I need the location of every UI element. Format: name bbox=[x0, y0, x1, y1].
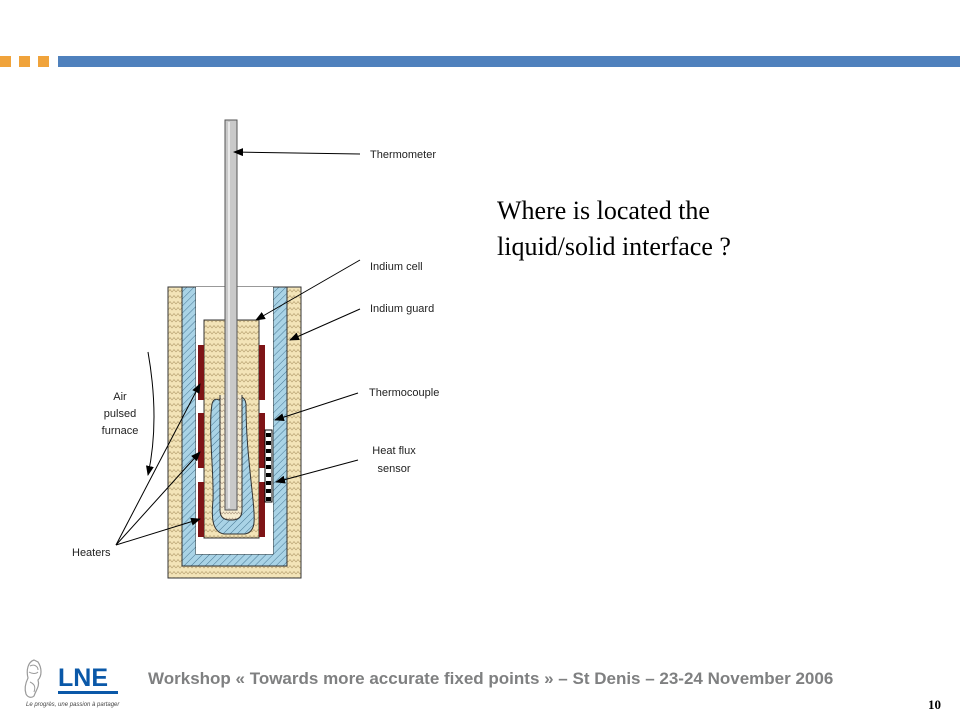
label-heat-flux-2: sensor bbox=[377, 463, 410, 475]
logo-tagline: Le progrès, une passion à partager bbox=[26, 702, 120, 708]
label-heaters: Heaters bbox=[72, 547, 111, 559]
logo-text: LNE bbox=[58, 664, 108, 692]
page-number: 10 bbox=[928, 697, 941, 712]
heater bbox=[198, 482, 204, 537]
label-air: Air bbox=[113, 391, 127, 403]
label-indium-cell: Indium cell bbox=[370, 261, 423, 273]
indium-guard-leader bbox=[289, 308, 361, 341]
heater bbox=[259, 482, 265, 537]
heat-flux-sensor bbox=[264, 429, 273, 503]
thermocouple-leader bbox=[274, 392, 359, 422]
label-pulsed: pulsed bbox=[104, 408, 136, 420]
accent-line bbox=[58, 56, 960, 67]
heater bbox=[198, 345, 204, 400]
accent-square-2 bbox=[19, 56, 30, 67]
label-thermometer: Thermometer bbox=[370, 149, 436, 161]
heat-flux-leader bbox=[275, 459, 359, 484]
question-text: Where is located the liquid/solid interf… bbox=[497, 196, 731, 261]
heaters-leader bbox=[115, 383, 201, 546]
accent-square-1 bbox=[0, 56, 11, 67]
heaters-leader bbox=[115, 451, 201, 546]
label-indium-guard: Indium guard bbox=[370, 303, 434, 315]
thermometer-rod bbox=[224, 119, 238, 511]
thermometer-leader bbox=[233, 148, 361, 157]
lne-logo: LNE Le progrès, une passion à partager bbox=[24, 659, 120, 708]
heater bbox=[198, 413, 204, 468]
logo-underline bbox=[58, 691, 118, 694]
accent-square-3 bbox=[38, 56, 49, 67]
marianne-figure-icon bbox=[24, 659, 42, 698]
heater bbox=[259, 345, 265, 400]
top-accent-bar bbox=[0, 56, 960, 67]
label-heat-flux-1: Heat flux bbox=[372, 445, 416, 457]
heaters-leader bbox=[115, 517, 201, 546]
air-furnace-leader bbox=[146, 351, 155, 476]
heater bbox=[259, 413, 265, 468]
indium-cell-leader bbox=[255, 259, 361, 321]
label-furnace: furnace bbox=[102, 425, 139, 437]
footer-text: Workshop « Towards more accurate fixed p… bbox=[148, 669, 834, 688]
label-thermocouple: Thermocouple bbox=[369, 387, 439, 399]
